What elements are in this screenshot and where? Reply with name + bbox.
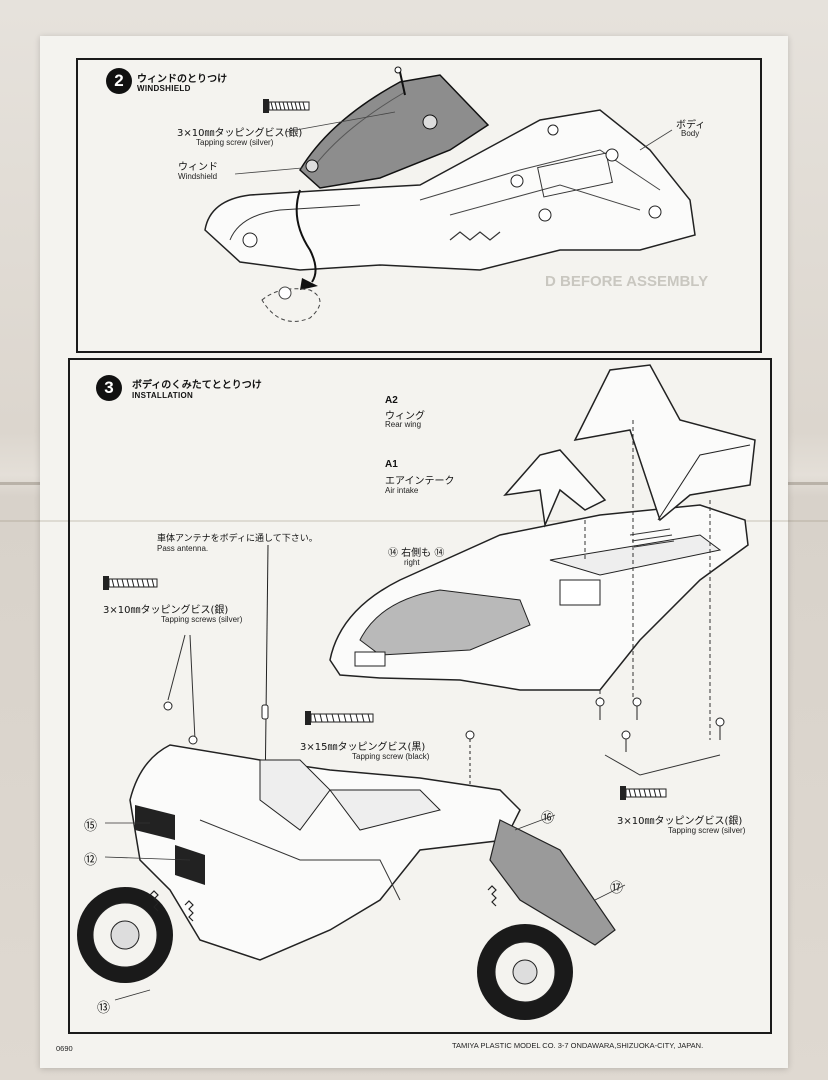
tapping-screw-icon xyxy=(263,99,310,113)
screw-right-label-jp: 3×10㎜タッピングビス(銀) xyxy=(617,816,743,827)
step2-screw-label-en: Tapping screw (silver) xyxy=(196,138,274,147)
tapping-screw-icon xyxy=(620,786,667,800)
bleed-through-text: D BEFORE ASSEMBLY xyxy=(545,273,709,290)
screw-right-label-en: Tapping screw (silver) xyxy=(668,826,746,835)
step3-panel xyxy=(68,358,772,1034)
windshield-label-en: Windshield xyxy=(178,172,218,181)
screws-left-label-jp: 3×10㎜タッピングビス(銀) xyxy=(103,605,229,616)
right-side-sticker-label-en: right xyxy=(404,558,420,567)
tapping-screw-icon xyxy=(103,576,158,590)
body-label-en: Body xyxy=(681,129,700,138)
part-marker-16: ⑯ xyxy=(541,811,555,826)
air-intake-label-jp: エアインテーク xyxy=(385,476,455,487)
air-intake-label-en: Air intake xyxy=(385,486,419,495)
windshield-label-jp: ウィンド xyxy=(178,162,218,173)
step2-number-badge: 2 xyxy=(106,68,132,94)
publisher-address: TAMIYA PLASTIC MODEL CO. 3-7 ONDAWARA,SH… xyxy=(452,1041,704,1050)
body-label-jp: ボディ xyxy=(676,120,706,131)
step2-chassis-drawing xyxy=(204,66,696,322)
wheel-icon xyxy=(77,887,173,983)
page-code: 0690 xyxy=(56,1044,73,1053)
right-side-sticker-label-jp: ⑭ 右側も ⑭ xyxy=(388,548,445,559)
step3-title-jp: ボディのくみたてととりつけ xyxy=(132,380,262,391)
antenna-instruction-jp: 車体アンテナをボディに通して下さい。 xyxy=(157,534,318,544)
step2-screw-label-jp: 3×10㎜タッピングビス(銀) xyxy=(177,128,303,139)
part-marker-12: ⑫ xyxy=(84,853,98,868)
part-marker-13: ⑬ xyxy=(97,1001,111,1016)
step3-number-badge: 3 xyxy=(96,375,122,401)
step3-title-en: INSTALLATION xyxy=(132,391,194,400)
screw-mid-label-en: Tapping screw (black) xyxy=(352,752,430,761)
step2-panel xyxy=(76,58,762,353)
antenna-instruction-en: Pass antenna. xyxy=(157,544,209,553)
part-marker-15: ⑮ xyxy=(84,819,98,834)
part-a1-code: A1 xyxy=(385,459,398,470)
screws-left-label-en: Tapping screws (silver) xyxy=(161,615,243,624)
wheel-icon xyxy=(477,924,573,1020)
step2-title-en: WINDSHIELD xyxy=(137,84,191,93)
paper-fold-crease xyxy=(40,520,788,522)
part-a2-code: A2 xyxy=(385,395,398,406)
tapping-screw-icon xyxy=(305,711,374,725)
part-marker-17: ⑰ xyxy=(610,881,624,896)
step2-title-jp: ウィンドのとりつけ xyxy=(137,74,228,85)
rear-wing-label-jp: ウィング xyxy=(385,411,425,422)
screw-mid-label-jp: 3×15㎜タッピングビス(黒) xyxy=(300,742,426,753)
rear-wing-label-en: Rear wing xyxy=(385,420,422,429)
